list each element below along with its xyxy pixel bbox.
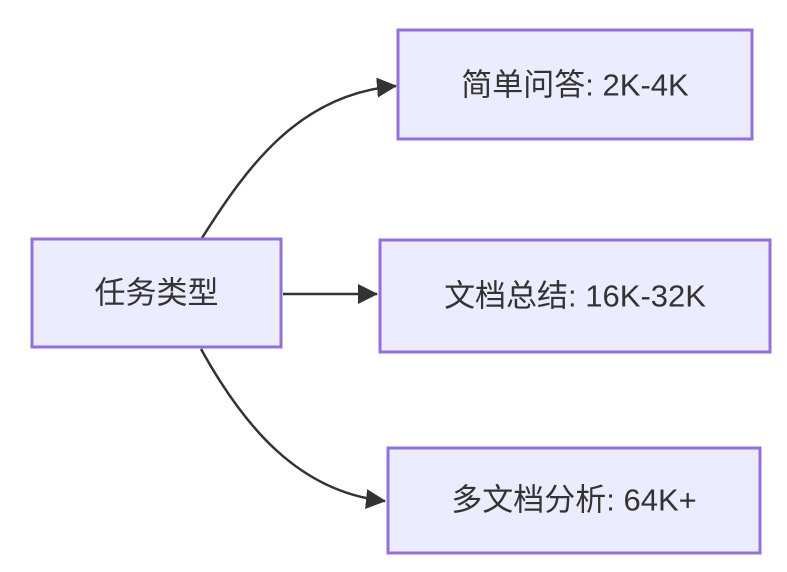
node-simple-qa-box	[396, 28, 754, 141]
node-task-type: 任务类型	[30, 237, 283, 349]
node-multi-doc-box	[386, 446, 762, 555]
edge-to-multi-doc	[199, 348, 386, 509]
node-doc-summary: 文档总结: 16K-32K	[378, 238, 772, 354]
node-simple-qa-label: 简单问答: 2K-4K	[461, 68, 689, 103]
node-multi-doc: 多文档分析: 64K+	[386, 446, 762, 555]
node-multi-doc-label: 多文档分析: 64K+	[451, 483, 697, 518]
node-doc-summary-box	[378, 238, 772, 354]
node-task-type-box	[30, 237, 283, 349]
node-simple-qa: 简单问答: 2K-4K	[396, 28, 754, 141]
node-doc-summary-label: 文档总结: 16K-32K	[444, 279, 706, 314]
node-task-type-label: 任务类型	[95, 276, 219, 311]
edge-to-simple-qa	[200, 77, 397, 239]
